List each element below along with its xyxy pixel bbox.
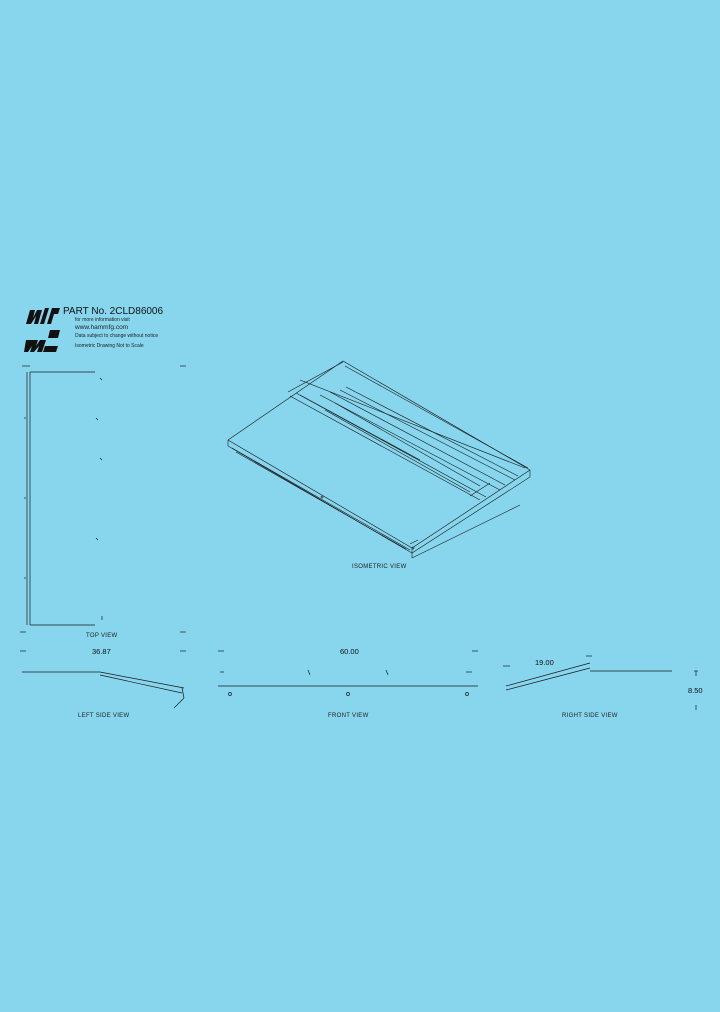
front-view-label: FRONT VIEW bbox=[328, 713, 369, 719]
front-view bbox=[218, 650, 478, 696]
width-dimension: 60.00 bbox=[340, 647, 359, 656]
right-side-view-label: RIGHT SIDE VIEW bbox=[562, 713, 618, 719]
top-view bbox=[20, 365, 186, 633]
info-line: for more information visit bbox=[75, 317, 130, 323]
height-dimension: 8.50 bbox=[688, 686, 703, 695]
disclaimer: Data subject to change without notice bbox=[75, 333, 159, 339]
scale-note: Isometric Drawing Not to Scale bbox=[75, 343, 144, 349]
slope-width-dimension: 19.00 bbox=[535, 658, 554, 667]
left-side-view-label: LEFT SIDE VIEW bbox=[78, 713, 130, 719]
isometric-view-label: ISOMETRIC VIEW bbox=[352, 564, 407, 570]
part-number: PART No. 2CLD86006 bbox=[63, 306, 164, 317]
right-side-view bbox=[503, 655, 698, 710]
left-side-view bbox=[20, 650, 186, 709]
website-link[interactable]: www.hammfg.com bbox=[75, 324, 129, 331]
hammond-logo bbox=[24, 308, 60, 352]
depth-dimension: 36.87 bbox=[92, 647, 111, 656]
top-view-label: TOP VIEW bbox=[86, 633, 118, 639]
isometric-view bbox=[227, 360, 531, 559]
